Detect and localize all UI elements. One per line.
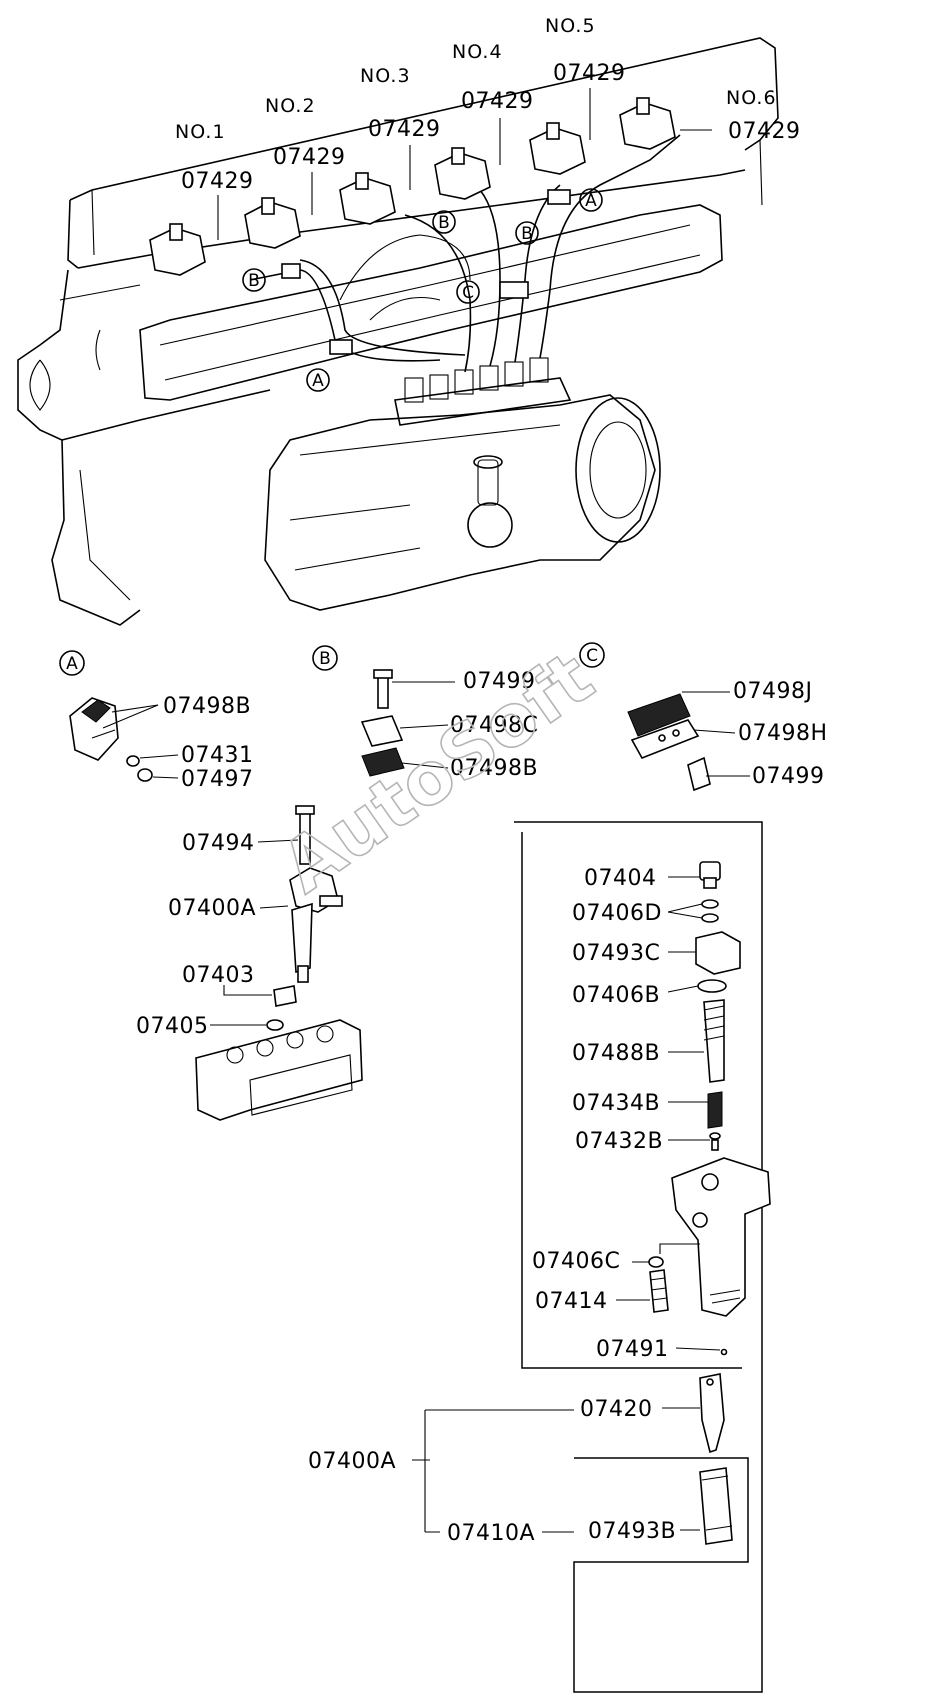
engine-overview: A B B B C A xyxy=(17,37,779,626)
detail-b-label-07498b: 07498B xyxy=(450,756,538,781)
clamp-marker-c: C xyxy=(456,280,480,304)
svg-text:A: A xyxy=(312,371,324,391)
mount-label-07494: 07494 xyxy=(182,831,255,856)
detail-a-label-07497: 07497 xyxy=(181,767,254,792)
holder-label-07414: 07414 xyxy=(535,1289,608,1314)
svg-text:A: A xyxy=(66,654,78,674)
holder-label-07434b: 07434B xyxy=(572,1091,660,1116)
clamp-marker-a-lower: A xyxy=(306,368,330,392)
svg-text:B: B xyxy=(248,271,260,291)
mount-label-07403: 07403 xyxy=(182,963,255,988)
svg-text:C: C xyxy=(462,283,474,303)
holder-label-07491: 07491 xyxy=(596,1337,669,1362)
mount-label-07400a: 07400A xyxy=(168,896,256,921)
holder-label-07406d: 07406D xyxy=(572,901,662,926)
clamp-marker-b-left: B xyxy=(242,268,266,292)
cylinder-labels: NO.1 NO.2 NO.3 NO.4 NO.5 NO.6 xyxy=(175,15,777,143)
pipe-label-5: 07429 xyxy=(553,61,626,86)
svg-text:A: A xyxy=(585,191,597,211)
holder-label-07404: 07404 xyxy=(584,866,657,891)
pipe-label-6: 07429 xyxy=(728,119,801,144)
pipe-label-4: 07429 xyxy=(461,89,534,114)
detail-c-label-07498j: 07498J xyxy=(733,679,812,704)
holder-label-07432b: 07432B xyxy=(575,1129,663,1154)
clamp-marker-b-upper1: B xyxy=(432,210,456,234)
assembly-label-07400a: 07400A xyxy=(308,1449,396,1474)
injector-no2 xyxy=(244,197,301,249)
assembly-tree: 07420 07400A 07410A 07493B xyxy=(308,1373,733,1546)
assembly-label-07410a: 07410A xyxy=(447,1521,535,1546)
clamp-marker-a-upper: A xyxy=(579,188,603,212)
holder-label-07488b: 07488B xyxy=(572,1041,660,1066)
nozzle-holder-exploded: 07404 07406D 07493C 07406B 07488B 07434B… xyxy=(514,821,771,1693)
detail-a-label-07431: 07431 xyxy=(181,743,254,768)
injector-no5 xyxy=(529,122,586,175)
watermark: AutoSoft xyxy=(267,635,608,909)
injector-mount: 07494 07400A 07403 07405 xyxy=(136,805,363,1121)
svg-text:B: B xyxy=(319,649,331,669)
holder-label-07406b: 07406B xyxy=(572,983,660,1008)
cylinder-label-5: NO.5 xyxy=(545,15,596,37)
injector-no6 xyxy=(619,97,676,150)
pipe-label-3: 07429 xyxy=(368,117,441,142)
svg-text:B: B xyxy=(438,213,450,233)
pipe-labels: 07429 07429 07429 07429 07429 07429 xyxy=(181,61,801,194)
detail-c-label-07498h: 07498H xyxy=(738,721,828,746)
svg-text:B: B xyxy=(521,224,533,244)
assembly-label-07493b: 07493B xyxy=(588,1519,676,1544)
injector-no3 xyxy=(339,172,396,225)
mount-label-07405: 07405 xyxy=(136,1014,209,1039)
clamp-marker-b-upper2: B xyxy=(515,221,539,245)
holder-label-07406c: 07406C xyxy=(532,1249,620,1274)
cylinder-label-4: NO.4 xyxy=(452,41,503,63)
detail-b: B 07499 07498C 07498B xyxy=(312,645,538,781)
cylinder-label-2: NO.2 xyxy=(265,95,316,117)
cylinder-label-6: NO.6 xyxy=(726,87,777,109)
cylinder-label-1: NO.1 xyxy=(175,121,226,143)
assembly-label-07420: 07420 xyxy=(580,1397,653,1422)
injector-no4 xyxy=(434,147,491,200)
pipe-label-1: 07429 xyxy=(181,169,254,194)
detail-c-label-07499: 07499 xyxy=(752,764,825,789)
svg-text:C: C xyxy=(586,646,598,666)
holder-label-07493c: 07493C xyxy=(572,941,660,966)
detail-a-label-07498b: 07498B xyxy=(163,694,251,719)
pipe-label-2: 07429 xyxy=(273,145,346,170)
injector-no1 xyxy=(149,223,206,276)
detail-c: C 07498J 07498H 07499 xyxy=(579,642,828,792)
detail-b-label-07498c: 07498C xyxy=(450,713,538,738)
detail-a: A 07498B 07431 07497 xyxy=(59,650,254,792)
detail-b-label-07499: 07499 xyxy=(463,669,536,694)
cylinder-label-3: NO.3 xyxy=(360,65,411,87)
